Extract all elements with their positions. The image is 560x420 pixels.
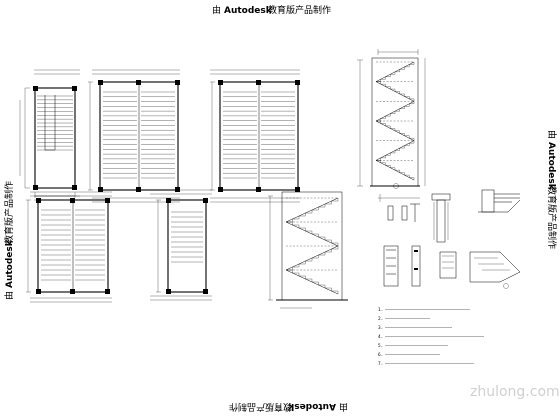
note-line-7: 7. (378, 361, 383, 367)
watermark-right: 由 Autodesk 教育版产品制作 (546, 130, 558, 249)
plan-view-4 (26, 191, 112, 303)
watermark-left: 由 Autodesk 教育版产品制作 (3, 181, 15, 300)
watermark-bottom-suffix: 教育版产品制作 (229, 401, 292, 413)
detail-drawings (378, 189, 521, 289)
plan-view-2 (88, 69, 180, 203)
note-line-2: 2. (378, 316, 383, 322)
watermark-left-brand: Autodesk (5, 239, 15, 288)
watermark-left-prefix: 由 (3, 291, 15, 300)
note-line-4: 4. (378, 334, 383, 340)
watermark-right-suffix: 教育版产品制作 (546, 186, 558, 249)
watermark-bottom: 由 Autodesk 教育版产品制作 (229, 401, 348, 413)
watermark-right-brand: Autodesk (546, 142, 556, 191)
site-watermark: zhulong.com (470, 384, 560, 400)
note-line-1: 1. (378, 307, 383, 313)
watermark-top-prefix: 由 (212, 4, 221, 16)
note-line-3: 3. (378, 325, 383, 331)
watermark-bottom-prefix: 由 (339, 401, 348, 413)
general-notes: 1. 2. 3. 4. 5. 6. 7. (378, 307, 484, 367)
stair-section-2 (268, 191, 348, 309)
watermark-right-prefix: 由 (546, 130, 558, 139)
watermark-bottom-brand: Autodesk (287, 401, 336, 411)
note-line-6: 6. (378, 352, 383, 358)
plan-view-5 (150, 189, 212, 301)
watermark-top-brand: Autodesk (224, 6, 273, 16)
plan-view-1 (19, 69, 80, 201)
watermark-top: 由 Autodesk 教育版产品制作 (212, 4, 331, 16)
watermark-top-suffix: 教育版产品制作 (268, 4, 331, 16)
plan-view-3 (210, 69, 300, 203)
note-line-5: 5. (378, 343, 383, 349)
stair-section-1 (357, 49, 426, 189)
watermark-left-suffix: 教育版产品制作 (3, 181, 15, 244)
